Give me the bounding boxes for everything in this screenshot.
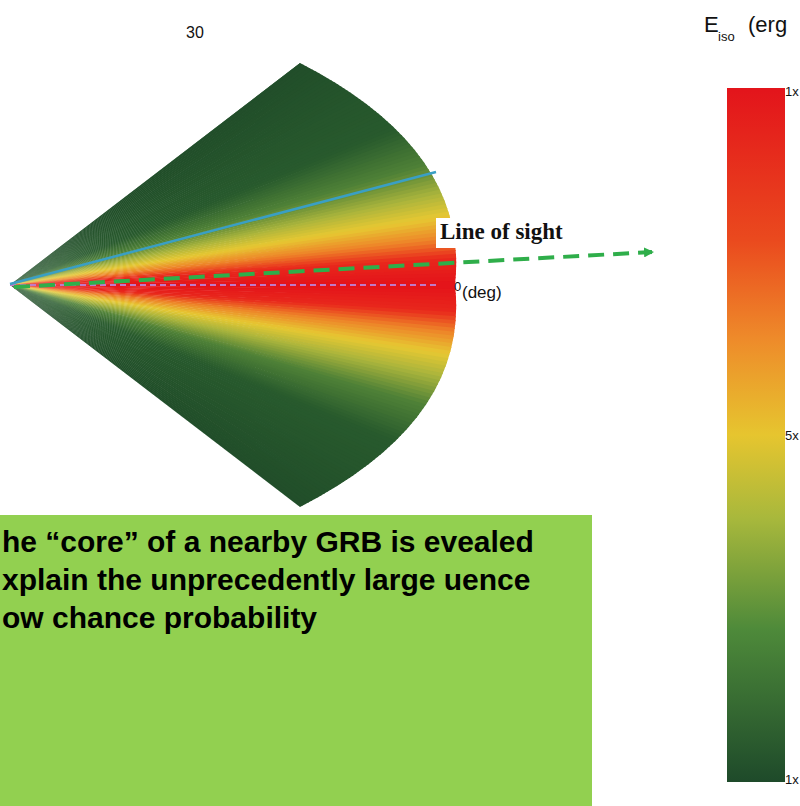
tick-label: 1x — [785, 84, 799, 99]
unit-label: (deg) — [462, 283, 502, 303]
angle-label: 30 — [186, 24, 204, 42]
bullet-text: xplain the unprecedently large uence — [2, 561, 577, 599]
bullet-text: ow chance probability — [2, 599, 577, 637]
tick-label: 1x — [785, 772, 799, 787]
axis-title: E — [704, 12, 719, 38]
sight-label: Line of sight — [440, 219, 563, 245]
bullet-text: he “core” of a nearby GRB is evealed — [2, 523, 577, 561]
wedge-slice — [10, 242, 709, 285]
angle-label: 0 — [454, 279, 461, 294]
tick-label: 5x — [785, 428, 799, 443]
sight-arrow — [14, 252, 652, 287]
summary-box: he “core” of a nearby GRB is evealedxpla… — [0, 515, 592, 806]
color-bar — [727, 88, 785, 782]
axis-subscript: iso — [718, 29, 735, 44]
label-patch — [436, 218, 658, 248]
axis-title: (erg — [748, 12, 787, 38]
